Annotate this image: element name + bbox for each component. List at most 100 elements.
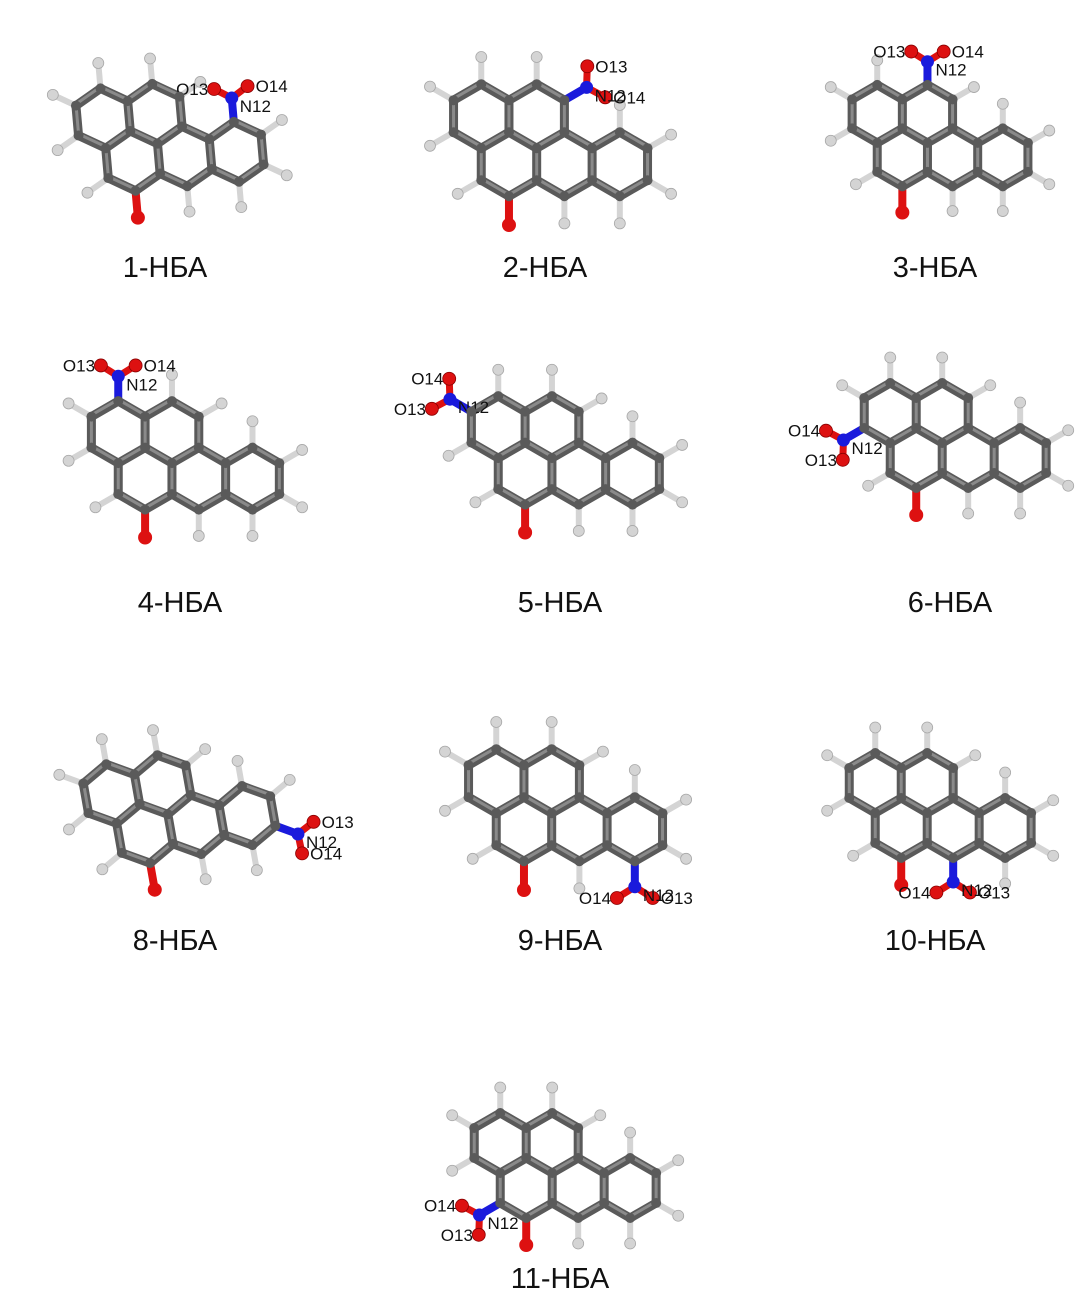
carbon-atom <box>166 489 177 500</box>
nitro-oxygen-atom <box>936 44 951 59</box>
molecule-caption: 2-НБА <box>503 252 588 284</box>
carbon-atom <box>495 1168 506 1178</box>
carbon-atom <box>573 1213 584 1223</box>
hydrogen-atom <box>62 454 75 467</box>
carbonyl-oxygen-atom <box>501 218 516 232</box>
carbon-atom <box>196 849 207 860</box>
carbon-atom <box>911 393 922 403</box>
hydrogen-atom <box>246 415 259 428</box>
carbon-atom <box>614 191 625 202</box>
carbon-atom <box>559 191 570 202</box>
carbon-atom <box>963 423 974 433</box>
carbon-atom <box>1022 166 1033 177</box>
hydrogen-atom <box>546 363 558 376</box>
carbon-atom <box>180 760 191 771</box>
carbon-atom <box>625 1213 636 1223</box>
carbon-atom <box>103 173 114 184</box>
hydrogen-atom <box>81 186 94 199</box>
carbonyl-oxygen-atom <box>147 882 162 897</box>
hydrogen-atom <box>824 81 837 93</box>
carbon-atom <box>531 143 542 154</box>
carbon-atom <box>493 391 504 402</box>
carbon-atom <box>130 185 141 196</box>
hydrogen-atom <box>613 99 626 111</box>
carbon-atom <box>265 791 276 802</box>
molecule-caption: 4-НБА <box>138 587 223 619</box>
nitro-oxygen-atom <box>442 371 457 386</box>
carbon-atom <box>947 181 958 192</box>
hydrogen-atom <box>969 749 982 762</box>
carbon-atom <box>140 411 151 422</box>
carbon-atom <box>573 1123 584 1133</box>
hydrogen-atom <box>946 205 959 217</box>
carbon-atom <box>627 499 638 510</box>
carbon-atom <box>73 130 84 141</box>
carbon-atom <box>922 79 933 90</box>
carbon-atom <box>204 134 215 145</box>
carbon-atom <box>654 453 665 464</box>
hydrogen-atom <box>490 716 503 728</box>
carbon-atom <box>922 137 933 148</box>
label-n12: N12 <box>643 886 674 905</box>
hydrogen-atom <box>439 745 451 758</box>
carbon-atom <box>86 411 97 422</box>
carbon-atom <box>922 838 933 848</box>
hydrogen-atom <box>626 410 639 423</box>
hydrogen-atom <box>283 773 296 786</box>
hydrogen-atom <box>235 201 248 214</box>
carbon-atom <box>948 793 959 803</box>
nitro-oxygen-atom <box>598 90 613 105</box>
carbon-atom <box>587 175 598 186</box>
carbon-atom <box>602 840 613 851</box>
label-o14: O14 <box>310 844 342 863</box>
carbon-atom <box>574 856 585 867</box>
hydrogen-atom <box>1043 124 1056 137</box>
molecule-caption: 1-НБА <box>123 252 208 284</box>
carbonyl-oxygen-atom <box>516 883 531 897</box>
carbon-atom <box>193 411 204 422</box>
carbon-atom <box>602 808 613 819</box>
hydrogen-atom <box>439 804 451 817</box>
carbon-atom <box>247 840 258 851</box>
carbon-atom <box>466 406 477 417</box>
carbon-atom <box>885 468 896 478</box>
nitrogen-atom <box>580 80 594 94</box>
carbon-atom <box>559 127 570 138</box>
hydrogen-atom <box>89 501 102 514</box>
carbon-atom <box>220 489 231 500</box>
carbon-atom <box>989 438 1000 448</box>
label-o13: O13 <box>176 80 208 99</box>
carbon-atom <box>989 468 1000 478</box>
label-n12: N12 <box>240 97 271 116</box>
nitrogen-atom <box>836 433 850 447</box>
carbon-atom <box>574 792 585 803</box>
carbon-atom <box>193 504 204 515</box>
hydrogen-atom <box>424 139 436 152</box>
carbon-atom <box>559 95 570 106</box>
carbon-atom <box>872 79 883 90</box>
hydrogen-atom <box>296 501 309 514</box>
carbon-atom <box>83 808 94 819</box>
carbon-atom <box>651 1198 662 1208</box>
hydrogen-atom <box>624 1126 637 1139</box>
carbon-atom <box>129 769 140 780</box>
nitro-oxygen-atom <box>929 885 944 900</box>
nitro-oxygen-atom <box>835 452 850 467</box>
carbon-atom <box>140 442 151 453</box>
carbon-atom <box>177 121 188 132</box>
carbon-atom <box>495 1198 506 1208</box>
hydrogen-atom <box>475 51 488 63</box>
carbon-atom <box>111 818 122 829</box>
hydrogen-atom <box>862 479 875 492</box>
hydrogen-atom <box>466 852 479 865</box>
carbon-atom <box>214 800 225 811</box>
nitrogen-atom <box>472 1208 486 1222</box>
hydrogen-atom <box>665 128 677 141</box>
nitro-oxygen-atom <box>207 82 221 96</box>
carbon-atom <box>518 792 529 803</box>
hydrogen-atom <box>92 57 105 69</box>
carbon-atom <box>521 1213 532 1223</box>
label-o13: O13 <box>978 884 1010 903</box>
